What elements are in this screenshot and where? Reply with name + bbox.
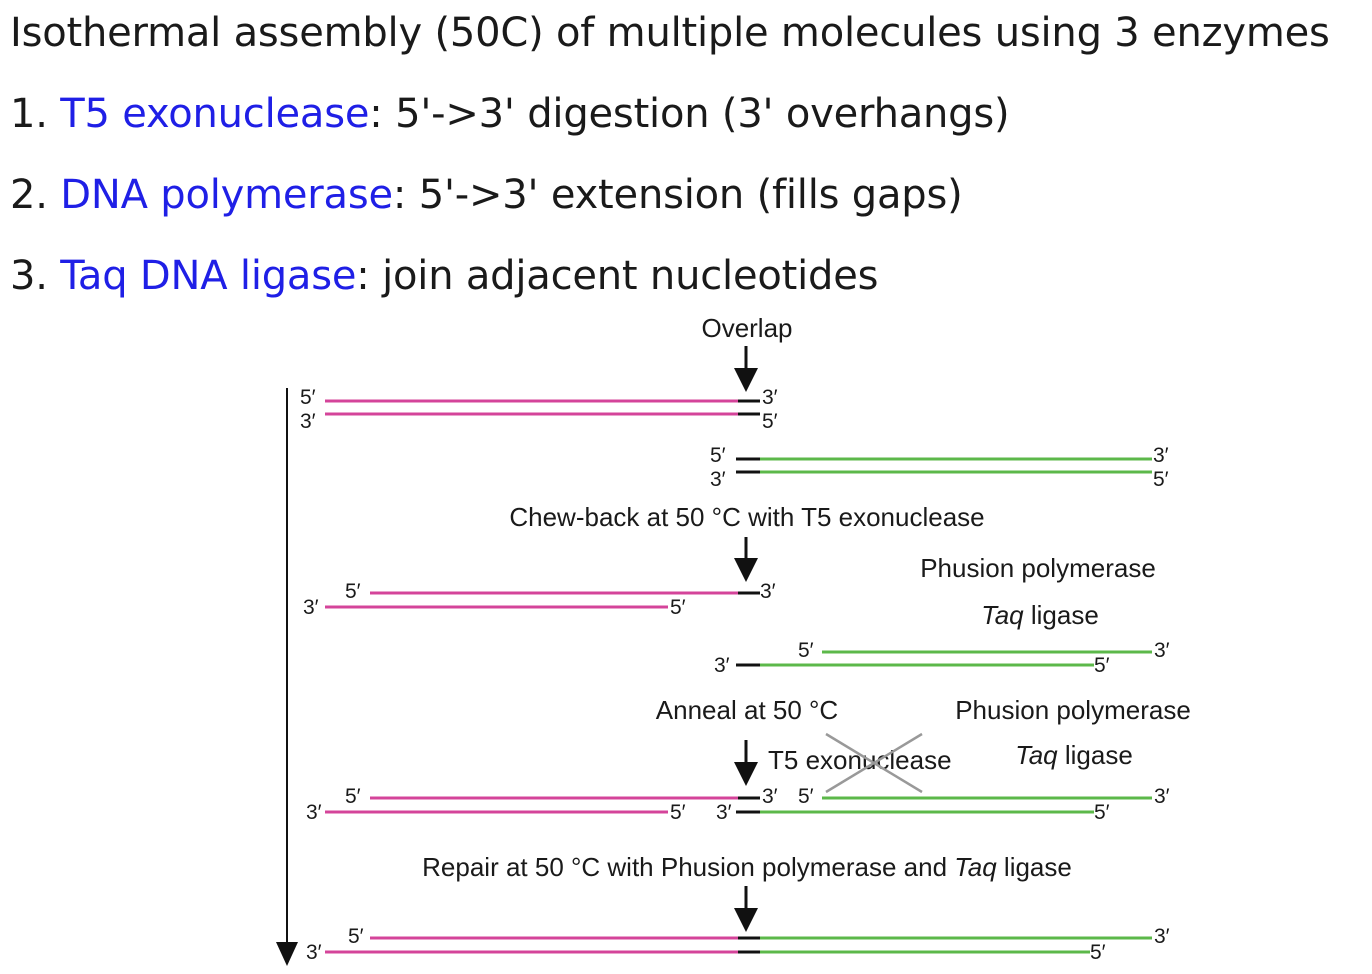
stage-1-fragment-b: 5′ 3′ 3′ 5′: [710, 444, 1169, 491]
end-label: 3′: [762, 386, 778, 409]
end-label: 3′: [306, 801, 322, 824]
step-2: 2. DNA polymerase: 5'->3' extension (fil…: [10, 172, 963, 218]
overlap-arrow-head: [734, 368, 758, 392]
end-label: 3′: [716, 801, 732, 824]
end-label: 5′: [1094, 654, 1110, 677]
end-label: 5′: [1090, 941, 1106, 964]
step-1-enzyme: T5 exonuclease: [60, 91, 370, 137]
end-label: 3′: [1154, 639, 1170, 662]
end-label: 3′: [300, 410, 316, 433]
chewback-label: Chew-back at 50 °C with T5 exonuclease: [509, 502, 984, 532]
phusion-label-2: Phusion polymerase: [955, 695, 1191, 725]
cross-out-icon: [825, 732, 923, 794]
step-1-description: : 5'->3' digestion (3' overhangs): [369, 91, 1010, 137]
repair-text: Repair at 50 °C with Phusion polymerase …: [422, 852, 954, 882]
end-label: 5′: [798, 785, 814, 808]
phusion-label-1: Phusion polymerase: [920, 553, 1156, 583]
end-label: 5′: [300, 386, 316, 409]
overlap-label: Overlap: [701, 313, 792, 343]
end-label: 3′: [1154, 925, 1170, 948]
step-1-number: 1.: [10, 91, 61, 137]
figure-panel: [268, 300, 1216, 974]
step-1: 1. T5 exonuclease: 5'->3' digestion (3' …: [10, 91, 1010, 137]
step-2-description: : 5'->3' extension (fills gaps): [392, 172, 963, 218]
taq-italic: Taq: [981, 600, 1024, 630]
taq-italic: Taq: [1015, 740, 1058, 770]
end-label: 5′: [670, 596, 686, 619]
taq-italic: Taq: [954, 852, 997, 882]
cross-line: [825, 732, 923, 794]
ligase-text: ligase: [1024, 600, 1099, 630]
end-label: 5′: [710, 444, 726, 467]
anneal-arrow-head: [734, 762, 758, 786]
step-2-enzyme: DNA polymerase: [60, 172, 393, 218]
end-label: 3′: [1154, 785, 1170, 808]
end-label: 3′: [760, 580, 776, 603]
chewback-arrow-head: [734, 558, 758, 582]
slide-title-text: Isothermal assembly (50C) of multiple mo…: [10, 10, 1330, 56]
anneal-label: Anneal at 50 °C: [656, 695, 838, 725]
stage-2-fragment-a: 5′ 3′ 3′ 5′: [303, 580, 776, 619]
slide-title: Isothermal assembly (50C) of multiple mo…: [10, 10, 1330, 56]
end-label: 3′: [303, 596, 319, 619]
end-label: 3′: [306, 941, 322, 964]
end-label: 5′: [1153, 468, 1169, 491]
end-label: 5′: [798, 639, 814, 662]
ligase-text: ligase: [1058, 740, 1133, 770]
end-label: 5′: [348, 925, 364, 948]
stage-1-fragment-a: 5′ 3′ 3′ 5′: [300, 386, 778, 433]
step-3-number: 3.: [10, 253, 61, 299]
step-3: 3. Taq DNA ligase: join adjacent nucleot…: [10, 253, 878, 299]
process-arrow-head: [276, 942, 298, 966]
end-label: 5′: [345, 785, 361, 808]
end-label: 5′: [762, 410, 778, 433]
stage-2-fragment-b: 5′ 3′ 3′ 5′: [714, 639, 1170, 677]
end-label: 3′: [762, 785, 778, 808]
step-3-description: : join adjacent nucleotides: [356, 253, 879, 299]
end-label: 3′: [1153, 444, 1169, 467]
end-label: 5′: [670, 801, 686, 824]
repair-label: Repair at 50 °C with Phusion polymerase …: [422, 852, 1072, 882]
t5-crossed-label: T5 exonuclease: [768, 745, 952, 775]
step-3-enzyme: Taq DNA ligase: [60, 253, 357, 299]
ligase-text: ligase: [997, 852, 1072, 882]
stage-3-annealed: 5′ 3′ 5′ 3′ 5′ 3′ 3′ 5′: [306, 785, 1170, 824]
end-label: 3′: [714, 654, 730, 677]
stage-4-product: 5′ 3′ 3′ 5′: [306, 925, 1170, 964]
taq-label-1: Taq ligase: [981, 600, 1099, 630]
repair-arrow-head: [734, 908, 758, 932]
end-label: 5′: [1094, 801, 1110, 824]
taq-label-2: Taq ligase: [1015, 740, 1133, 770]
step-2-number: 2.: [10, 172, 61, 218]
end-label: 3′: [710, 468, 726, 491]
end-label: 5′: [345, 580, 361, 603]
